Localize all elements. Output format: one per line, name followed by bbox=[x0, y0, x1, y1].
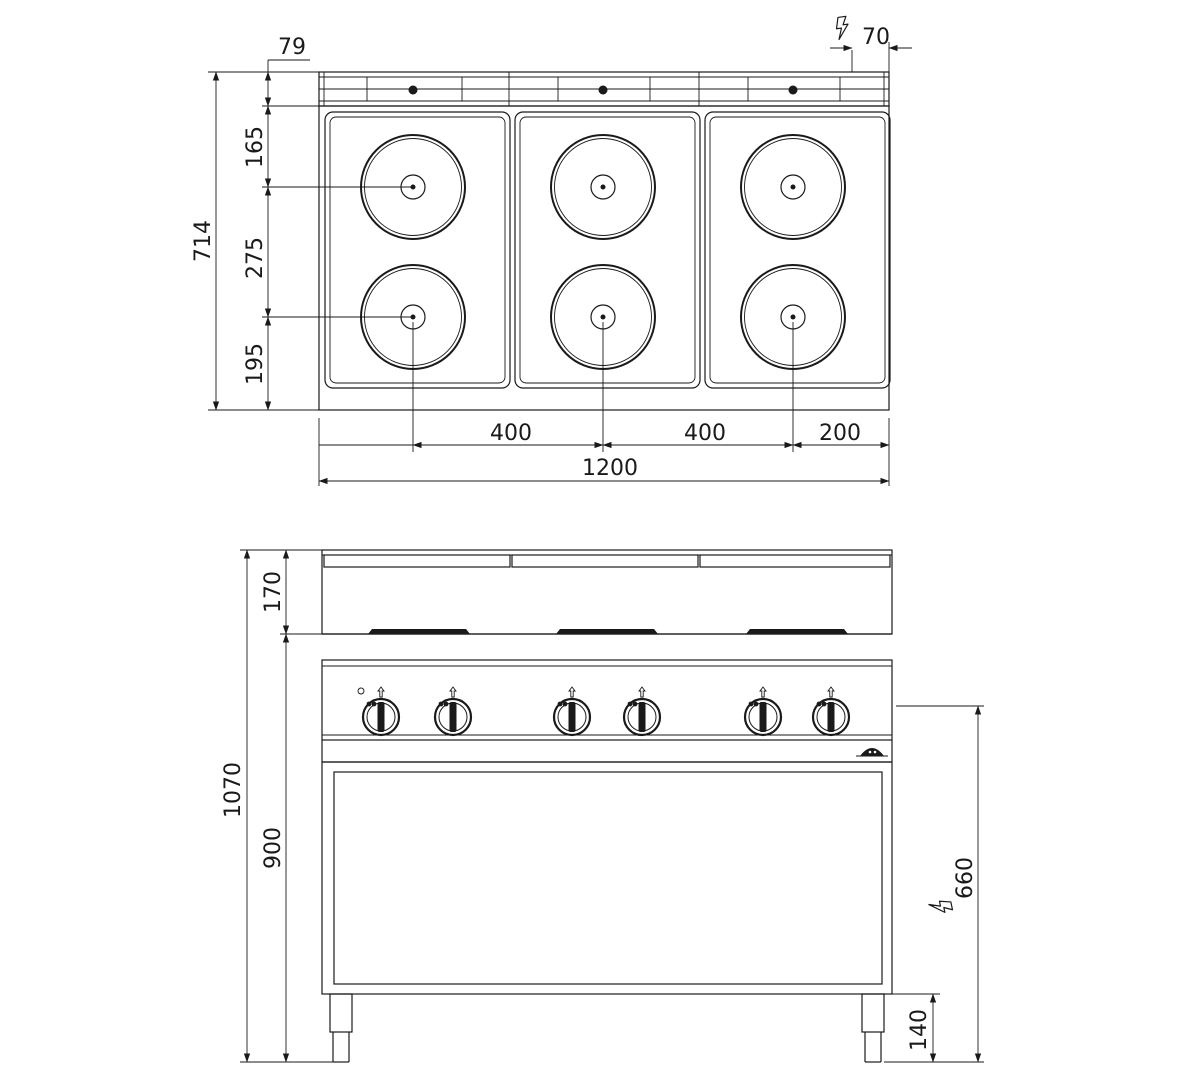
hot-plate-profiles bbox=[368, 629, 848, 634]
feet bbox=[329, 993, 885, 1063]
hot-plate bbox=[740, 134, 846, 240]
base-cabinet bbox=[321, 761, 893, 995]
top-body-outline bbox=[318, 105, 890, 411]
dim-work-height: 900 bbox=[261, 827, 286, 869]
dim-total-depth: 714 bbox=[191, 220, 216, 262]
dim-lower-offset: 195 bbox=[243, 343, 268, 385]
depth-dimensions: 79 714 165 275 195 bbox=[191, 35, 413, 411]
dim-elec-height: 660 bbox=[953, 857, 978, 899]
dim-upstand: 170 bbox=[261, 571, 286, 613]
lightning-icon bbox=[928, 898, 954, 916]
control-knob-icon[interactable] bbox=[622, 685, 662, 737]
backsplash-strip bbox=[318, 71, 890, 107]
dim-burner-spacing: 275 bbox=[243, 237, 268, 279]
cooking-zone bbox=[324, 111, 511, 389]
dim-elec-connection: 70 bbox=[862, 25, 890, 50]
right-dimensions: 660 140 bbox=[884, 705, 984, 1063]
dim-feet: 140 bbox=[907, 1009, 932, 1051]
dim-backsplash: 79 bbox=[278, 35, 306, 60]
control-knob-icon[interactable] bbox=[552, 685, 592, 737]
height-dimensions: 1070 900 170 bbox=[221, 549, 333, 1063]
dim-spacing-1: 400 bbox=[490, 421, 532, 446]
cooking-zone bbox=[514, 111, 701, 389]
brand-logo-icon bbox=[856, 748, 888, 757]
dim-spacing-2: 400 bbox=[684, 421, 726, 446]
front-view: 1070 900 170 660 140 bbox=[221, 549, 984, 1063]
dim-upper-offset: 165 bbox=[243, 126, 268, 168]
dim-total-width: 1200 bbox=[582, 456, 638, 481]
control-knobs bbox=[361, 685, 851, 737]
width-dimensions: 400 400 200 1200 bbox=[318, 322, 890, 486]
lightning-icon bbox=[834, 15, 851, 41]
control-knob-icon[interactable] bbox=[743, 685, 783, 737]
hot-plate bbox=[550, 134, 656, 240]
control-knob-icon[interactable] bbox=[811, 685, 851, 737]
control-panel bbox=[321, 659, 893, 741]
dim-total-height: 1070 bbox=[221, 762, 246, 818]
cooking-zones bbox=[324, 111, 891, 389]
control-knob-icon[interactable] bbox=[433, 685, 473, 737]
cooking-zone bbox=[704, 111, 891, 389]
top-view: 400 400 200 1200 79 714 165 275 195 bbox=[191, 15, 912, 486]
dim-right-offset: 200 bbox=[819, 421, 861, 446]
electrical-connection-top: 70 bbox=[830, 15, 912, 72]
upstand bbox=[321, 549, 893, 635]
indicator-light bbox=[357, 687, 365, 695]
control-knob-icon[interactable] bbox=[361, 685, 401, 737]
